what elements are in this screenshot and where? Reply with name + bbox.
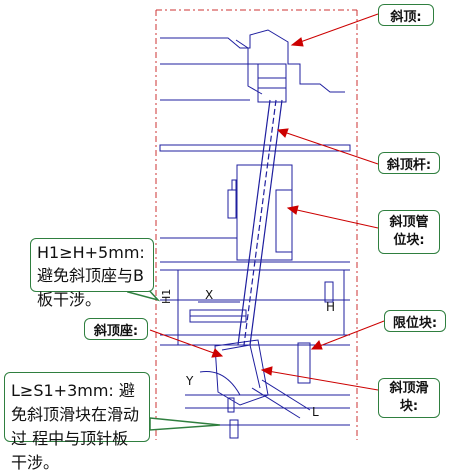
note-l-title: L≥S1+3mm: xyxy=(11,381,114,400)
dim-y-label: Y xyxy=(186,374,194,388)
lifter-rod xyxy=(237,99,283,346)
dim-h1-label: H1 xyxy=(160,288,173,304)
label-lifter-seat: 斜顶座: xyxy=(84,318,148,340)
dimension-lines xyxy=(174,269,348,419)
note-l-line2: 程中与顶针板干涉。 xyxy=(11,429,129,472)
dim-h-label: H xyxy=(326,300,336,314)
note-h1-line1: 避免斜顶座与B xyxy=(37,266,144,285)
label-lifter: 斜顶: xyxy=(378,4,434,26)
label-lifter-rod: 斜顶杆: xyxy=(378,152,440,174)
note-h1-line2: 板干涉。 xyxy=(37,290,102,309)
note-l-box: L≥S1+3mm: 避免斜顶滑块在滑动过 程中与顶针板干涉。 xyxy=(4,372,150,472)
note-l-line1: 避免斜顶滑块在滑动过 xyxy=(11,381,140,448)
lifter-head xyxy=(235,39,287,103)
note-h1-title: H1≥H+5mm: xyxy=(37,243,145,262)
dim-x-label: X xyxy=(205,288,214,302)
mold-frame xyxy=(155,9,358,440)
lifter-slider xyxy=(214,339,269,413)
lifter-seat xyxy=(189,309,247,323)
label-lifter-slider: 斜顶滑块: xyxy=(378,378,440,418)
leader-arrows xyxy=(149,13,385,391)
note-h1-box: H1≥H+5mm: 避免斜顶座与B 板干涉。 xyxy=(30,238,154,309)
label-lifter-guide-block: 斜顶管位块: xyxy=(378,210,440,254)
dim-l-label: L xyxy=(312,405,319,419)
label-limit-block: 限位块: xyxy=(384,310,446,332)
